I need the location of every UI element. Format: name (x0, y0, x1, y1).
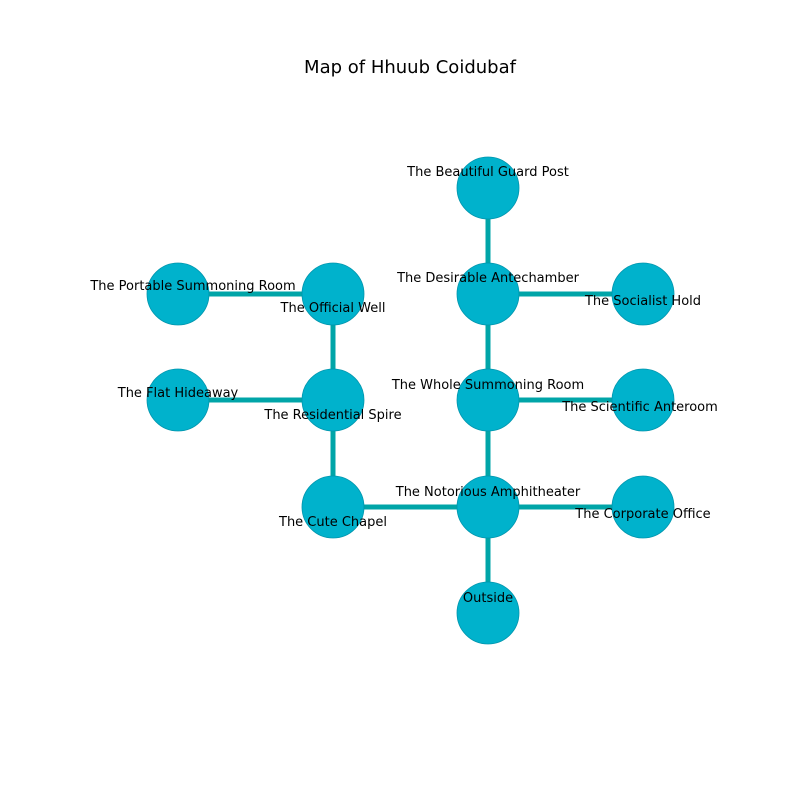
room-node-cute-chapel (301, 475, 365, 539)
room-node-socialist-hold (611, 262, 675, 326)
room-node-residential-spire (301, 368, 365, 432)
room-label-outside: Outside (463, 591, 513, 606)
room-label-notorious-amphitheater: The Notorious Amphitheater (395, 485, 581, 500)
rooms-layer (146, 156, 675, 645)
room-label-corporate-office: The Corporate Office (574, 507, 710, 522)
room-label-cute-chapel: The Cute Chapel (278, 515, 387, 530)
room-label-beautiful-guard-post: The Beautiful Guard Post (406, 165, 569, 180)
room-label-official-well: The Official Well (280, 301, 386, 316)
room-node-beautiful-guard-post (456, 156, 520, 220)
room-label-whole-summoning-room: The Whole Summoning Room (391, 378, 584, 393)
room-node-scientific-anteroom (611, 368, 675, 432)
room-label-desirable-antechamber: The Desirable Antechamber (396, 271, 580, 286)
room-label-flat-hideaway: The Flat Hideaway (117, 386, 239, 401)
room-node-flat-hideaway (146, 368, 210, 432)
room-node-portable-summoning-room (146, 262, 210, 326)
map-title: Map of Hhuub Coidubaf (304, 57, 517, 78)
room-node-official-well (301, 262, 365, 326)
room-node-notorious-amphitheater (456, 475, 520, 539)
room-node-whole-summoning-room (456, 368, 520, 432)
room-label-portable-summoning-room: The Portable Summoning Room (89, 279, 295, 294)
room-node-corporate-office (611, 475, 675, 539)
room-node-desirable-antechamber (456, 262, 520, 326)
room-label-residential-spire: The Residential Spire (263, 408, 401, 423)
room-label-scientific-anteroom: The Scientific Anteroom (561, 400, 718, 415)
room-node-outside (456, 581, 520, 645)
room-label-socialist-hold: The Socialist Hold (584, 294, 701, 309)
